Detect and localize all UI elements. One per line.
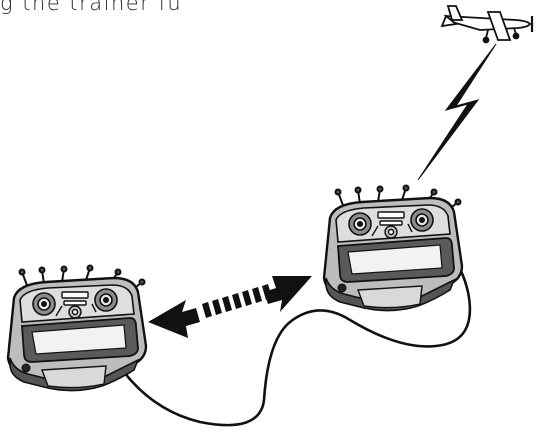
double-arrow-icon — [148, 276, 312, 338]
lightning-bolt-icon — [418, 44, 496, 180]
rc-transmitter-student — [8, 266, 146, 391]
airplane-icon — [442, 6, 532, 43]
rc-transmitter-instructor — [324, 186, 462, 311]
